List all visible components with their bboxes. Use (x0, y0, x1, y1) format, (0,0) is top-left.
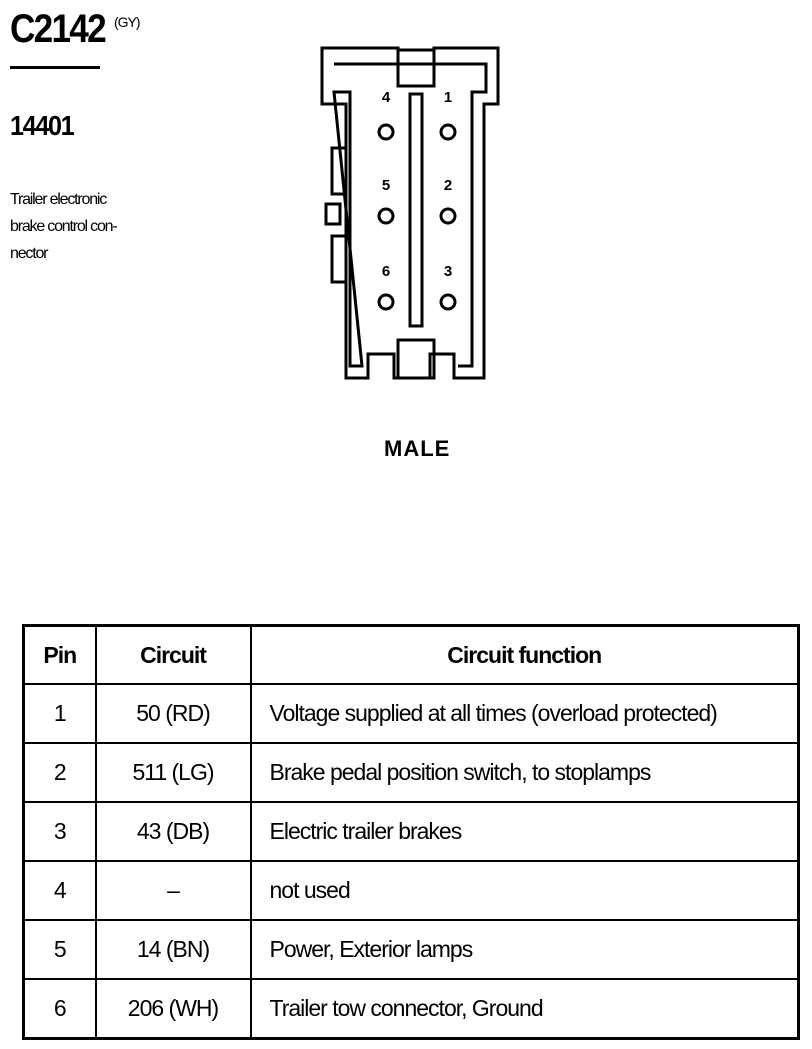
circuit-cell: 206 (WH) (94, 977, 252, 1040)
pin-cell: 3 (22, 800, 97, 862)
table-row: 6 206 (WH) Trailer tow connector, Ground (22, 977, 800, 1040)
pin-cavity-1 (439, 123, 457, 141)
column-header-circuit: Circuit (94, 624, 252, 685)
table-row: 1 50 (RD) Voltage supplied at all times … (22, 683, 800, 744)
pin-cell: 2 (22, 741, 97, 803)
pin-label-1: 1 (444, 89, 452, 106)
pin-label-4: 4 (382, 89, 391, 106)
pin-cavity-3 (439, 293, 457, 311)
function-cell: not used (249, 859, 800, 921)
side-key (330, 146, 348, 196)
circuit-cell: – (94, 859, 252, 921)
part-number: 14401 (10, 110, 75, 141)
pin-cavity-5 (377, 207, 395, 225)
function-cell: Trailer tow connector, Ground (249, 977, 800, 1040)
connector-gender: MALE (384, 436, 451, 461)
function-cell: Electric trailer brakes (249, 800, 800, 862)
connector-face-diagram: 4 1 5 2 6 3 (320, 46, 500, 380)
bottom-latch (396, 338, 436, 380)
table-header-row: Pin Circuit Circuit function (22, 624, 800, 685)
function-cell: Brake pedal position switch, to stoplamp… (249, 741, 800, 803)
column-header-function: Circuit function (249, 624, 800, 685)
pin-label-5: 5 (382, 177, 390, 194)
circuit-cell: 511 (LG) (94, 741, 252, 803)
circuit-cell: 14 (BN) (94, 918, 252, 980)
connector-inner-wall (332, 62, 488, 368)
description-line: brake control con- (10, 218, 118, 235)
pin-cell: 6 (22, 977, 97, 1040)
top-latch (396, 48, 436, 88)
circuit-cell: 43 (DB) (94, 800, 252, 862)
side-key (324, 202, 342, 226)
pinout-table: Pin Circuit Circuit function 1 50 (RD) V… (22, 624, 800, 1040)
connector-description: Trailer electronic brake control con- ne… (10, 186, 150, 267)
pin-cell: 5 (22, 918, 97, 980)
pin-cell: 1 (22, 683, 97, 744)
circuit-cell: 50 (RD) (94, 683, 252, 744)
connector-color: (GY) (114, 14, 141, 30)
table-row: 5 14 (BN) Power, Exterior lamps (22, 918, 800, 980)
function-cell: Power, Exterior lamps (249, 918, 800, 980)
function-cell: Voltage supplied at all times (overload … (249, 683, 800, 744)
pin-cavity-4 (377, 123, 395, 141)
table-row: 2 511 (LG) Brake pedal position switch, … (22, 741, 800, 803)
table-row: 4 – not used (22, 859, 800, 921)
pin-cell: 4 (22, 859, 97, 921)
title-underline (10, 66, 100, 69)
connector-code: C2142 (10, 7, 107, 51)
description-line: nector (10, 245, 48, 262)
center-divider (408, 92, 424, 328)
pin-label-3: 3 (444, 263, 452, 280)
description-line: Trailer electronic (10, 191, 107, 208)
pin-label-2: 2 (444, 177, 452, 194)
pin-label-6: 6 (382, 263, 390, 280)
pin-cavity-2 (439, 207, 457, 225)
pin-cavity-6 (377, 293, 395, 311)
column-header-pin: Pin (22, 624, 97, 685)
side-key (330, 234, 348, 284)
table-row: 3 43 (DB) Electric trailer brakes (22, 800, 800, 862)
